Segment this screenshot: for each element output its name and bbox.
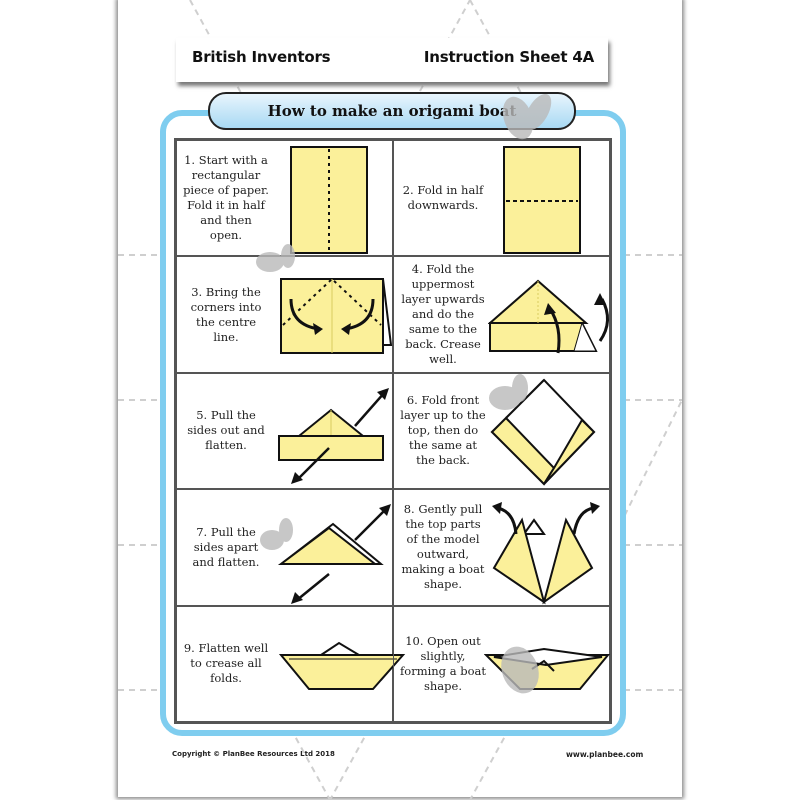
step-10-text: 10. Open out slightly, forming a boat sh… bbox=[400, 633, 486, 693]
step-9-text: 9. Flatten well to crease all folds. bbox=[183, 641, 269, 686]
step-8-diagram bbox=[492, 502, 600, 605]
step-7-diagram bbox=[278, 504, 391, 605]
steps-grid: 1. Start with a rectangular piece of pap… bbox=[174, 138, 612, 724]
step-4: 4. Fold the uppermost layer upwards and … bbox=[393, 256, 610, 373]
step-5-text: 5. Pull the sides out and flatten. bbox=[187, 408, 265, 453]
step-4-diagram bbox=[488, 280, 609, 354]
step-1-text: 1. Start with a rectangular piece of pap… bbox=[183, 153, 269, 243]
step-2-diagram bbox=[503, 146, 581, 254]
step-10: 10. Open out slightly, forming a boat sh… bbox=[393, 605, 611, 722]
step-5-diagram bbox=[278, 387, 389, 484]
page-title: How to make an origami boat bbox=[267, 102, 517, 120]
website-link[interactable]: www.planbee.com bbox=[566, 750, 644, 759]
step-9: 9. Flatten well to crease all folds. bbox=[176, 605, 406, 722]
step-2-text: 2. Fold in half downwards. bbox=[402, 183, 484, 213]
step-4-text: 4. Fold the uppermost layer upwards and … bbox=[401, 262, 485, 367]
step-10-diagram bbox=[484, 647, 611, 690]
step-7-text: 7. Pull the sides apart and flatten. bbox=[192, 524, 260, 569]
title-banner: How to make an origami boat bbox=[208, 92, 576, 130]
step-3: 3. Bring the corners into the centre lin… bbox=[176, 256, 393, 373]
step-8-text: 8. Gently pull the top parts of the mode… bbox=[401, 502, 485, 592]
step-8: 8. Gently pull the top parts of the mode… bbox=[393, 489, 610, 606]
step-3-diagram bbox=[280, 278, 393, 355]
step-6-text: 6. Fold front layer up to the top, then … bbox=[400, 393, 486, 468]
copyright-text: Copyright © PlanBee Resources Ltd 2018 bbox=[172, 750, 335, 758]
step-1: 1. Start with a rectangular piece of pap… bbox=[176, 140, 393, 257]
step-5: 5. Pull the sides out and flatten. bbox=[176, 372, 393, 490]
header-bar: British Inventors Instruction Sheet 4A bbox=[176, 38, 608, 82]
step-1-diagram bbox=[290, 146, 368, 254]
step-9-diagram bbox=[279, 641, 406, 690]
step-3-text: 3. Bring the corners into the centre lin… bbox=[190, 284, 262, 344]
step-6: 6. Fold front layer up to the top, then … bbox=[393, 372, 610, 490]
sheet-label: Instruction Sheet 4A bbox=[423, 48, 594, 66]
step-6-diagram bbox=[490, 378, 596, 486]
subject-label: British Inventors bbox=[192, 48, 331, 66]
step-7: 7. Pull the sides apart and flatten. bbox=[176, 489, 393, 606]
step-2: 2. Fold in half downwards. bbox=[393, 140, 610, 257]
